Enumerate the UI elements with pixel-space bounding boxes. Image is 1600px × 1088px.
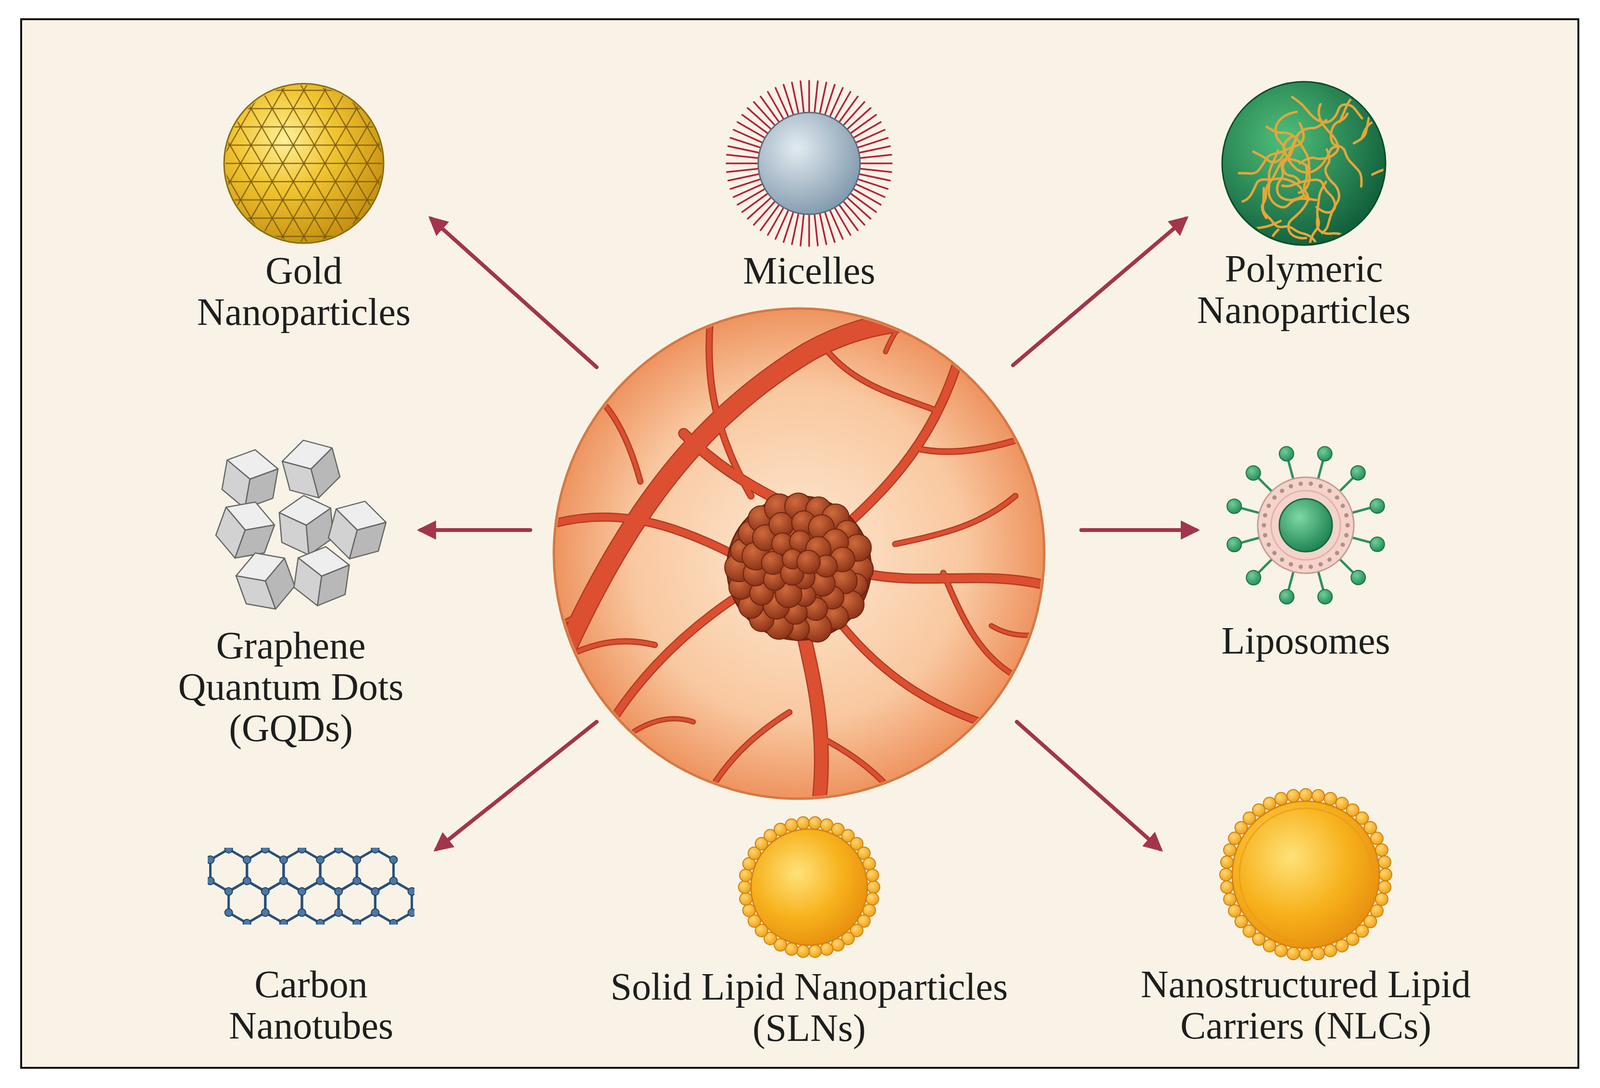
node-label: Graphene Quantum Dots (GQDs) — [165, 625, 416, 750]
graphene-quantum-dots: Graphene Quantum Dots (GQDs) — [165, 428, 416, 750]
micelle-icon — [722, 76, 896, 250]
node-label: Nanostructured Lipid Carriers (NLCs) — [1137, 963, 1475, 1047]
blood-vessels — [544, 294, 1059, 809]
nanostructured-lipid-carrier-icon — [1214, 783, 1398, 967]
graphene-quantum-dots-icon — [189, 428, 392, 612]
micelle: Micelles — [684, 76, 935, 292]
blood-vessel — [616, 719, 694, 747]
blood-vessel — [827, 351, 934, 410]
blood-vessel — [544, 582, 607, 626]
blood-vessel — [914, 428, 1050, 452]
blood-vessel — [895, 496, 1016, 545]
blood-vessel — [943, 573, 1021, 679]
blood-vessel — [842, 625, 1011, 732]
tumor-mass — [724, 493, 874, 643]
blood-vessel — [851, 303, 973, 521]
blood-vessel — [861, 573, 1054, 588]
liposome-icon — [1219, 438, 1393, 613]
carbon-nanotube-icon — [207, 848, 415, 925]
blood-vessel — [991, 625, 1059, 636]
blood-vessel — [885, 294, 925, 352]
blood-vessel — [943, 573, 1021, 679]
node-label: Micelles — [684, 250, 935, 292]
blood-vessel — [549, 517, 732, 554]
blood-vessel — [842, 625, 1011, 732]
blood-vessel — [803, 635, 822, 809]
blood-vessel — [895, 496, 1016, 545]
blood-vessel — [861, 573, 1054, 588]
solid-lipid-nanoparticle-icon — [732, 810, 887, 965]
blood-vessel — [827, 351, 934, 410]
blood-vessel — [544, 641, 655, 670]
blood-vessel — [702, 712, 790, 804]
gold-nanoparticle-icon — [219, 79, 388, 248]
node-label: Carbon Nanotubes — [186, 963, 437, 1047]
polymeric-nanoparticle-icon — [1217, 76, 1391, 250]
solid-lipid-nanoparticle: Solid Lipid Nanoparticles (SLNs) — [592, 810, 1026, 1050]
blood-vessel — [577, 380, 641, 482]
blood-vessel — [885, 294, 925, 352]
blood-vessel — [544, 641, 655, 670]
gold-nanoparticle: Gold Nanoparticles — [178, 79, 429, 333]
node-label: Gold Nanoparticles — [178, 250, 429, 333]
blood-vessel — [592, 597, 737, 756]
blood-vessel — [549, 517, 732, 554]
tumor-lobe — [797, 550, 821, 575]
blood-vessel — [991, 625, 1059, 636]
liposome: Liposomes — [1180, 438, 1431, 662]
blood-vessel — [577, 380, 641, 482]
arrow — [1012, 218, 1186, 366]
blood-vessel — [914, 428, 1050, 452]
nanostructured-lipid-carrier: Nanostructured Lipid Carriers (NLCs) — [1137, 783, 1475, 1047]
arrow — [1081, 528, 1197, 533]
blood-vessel — [709, 299, 751, 497]
blood-vessel — [702, 712, 790, 804]
node-label: Polymeric Nanoparticles — [1169, 248, 1439, 331]
blood-vessel — [592, 597, 737, 756]
arrow — [431, 218, 597, 368]
arrow — [420, 528, 531, 533]
arrow — [436, 722, 597, 850]
blood-vessel — [818, 736, 905, 809]
arrow — [1016, 722, 1161, 850]
blood-vessel — [803, 635, 822, 809]
carbon-nanotube: Carbon Nanotubes — [186, 848, 437, 1047]
blood-vessel — [616, 719, 694, 747]
node-label: Liposomes — [1180, 620, 1431, 662]
blood-vessel — [818, 736, 905, 809]
node-label: Solid Lipid Nanoparticles (SLNs) — [592, 966, 1026, 1050]
tumor-body — [726, 496, 872, 641]
polymeric-nanoparticle: Polymeric Nanoparticles — [1169, 76, 1439, 331]
arrows — [420, 218, 1197, 850]
tumor-view — [544, 294, 1059, 809]
